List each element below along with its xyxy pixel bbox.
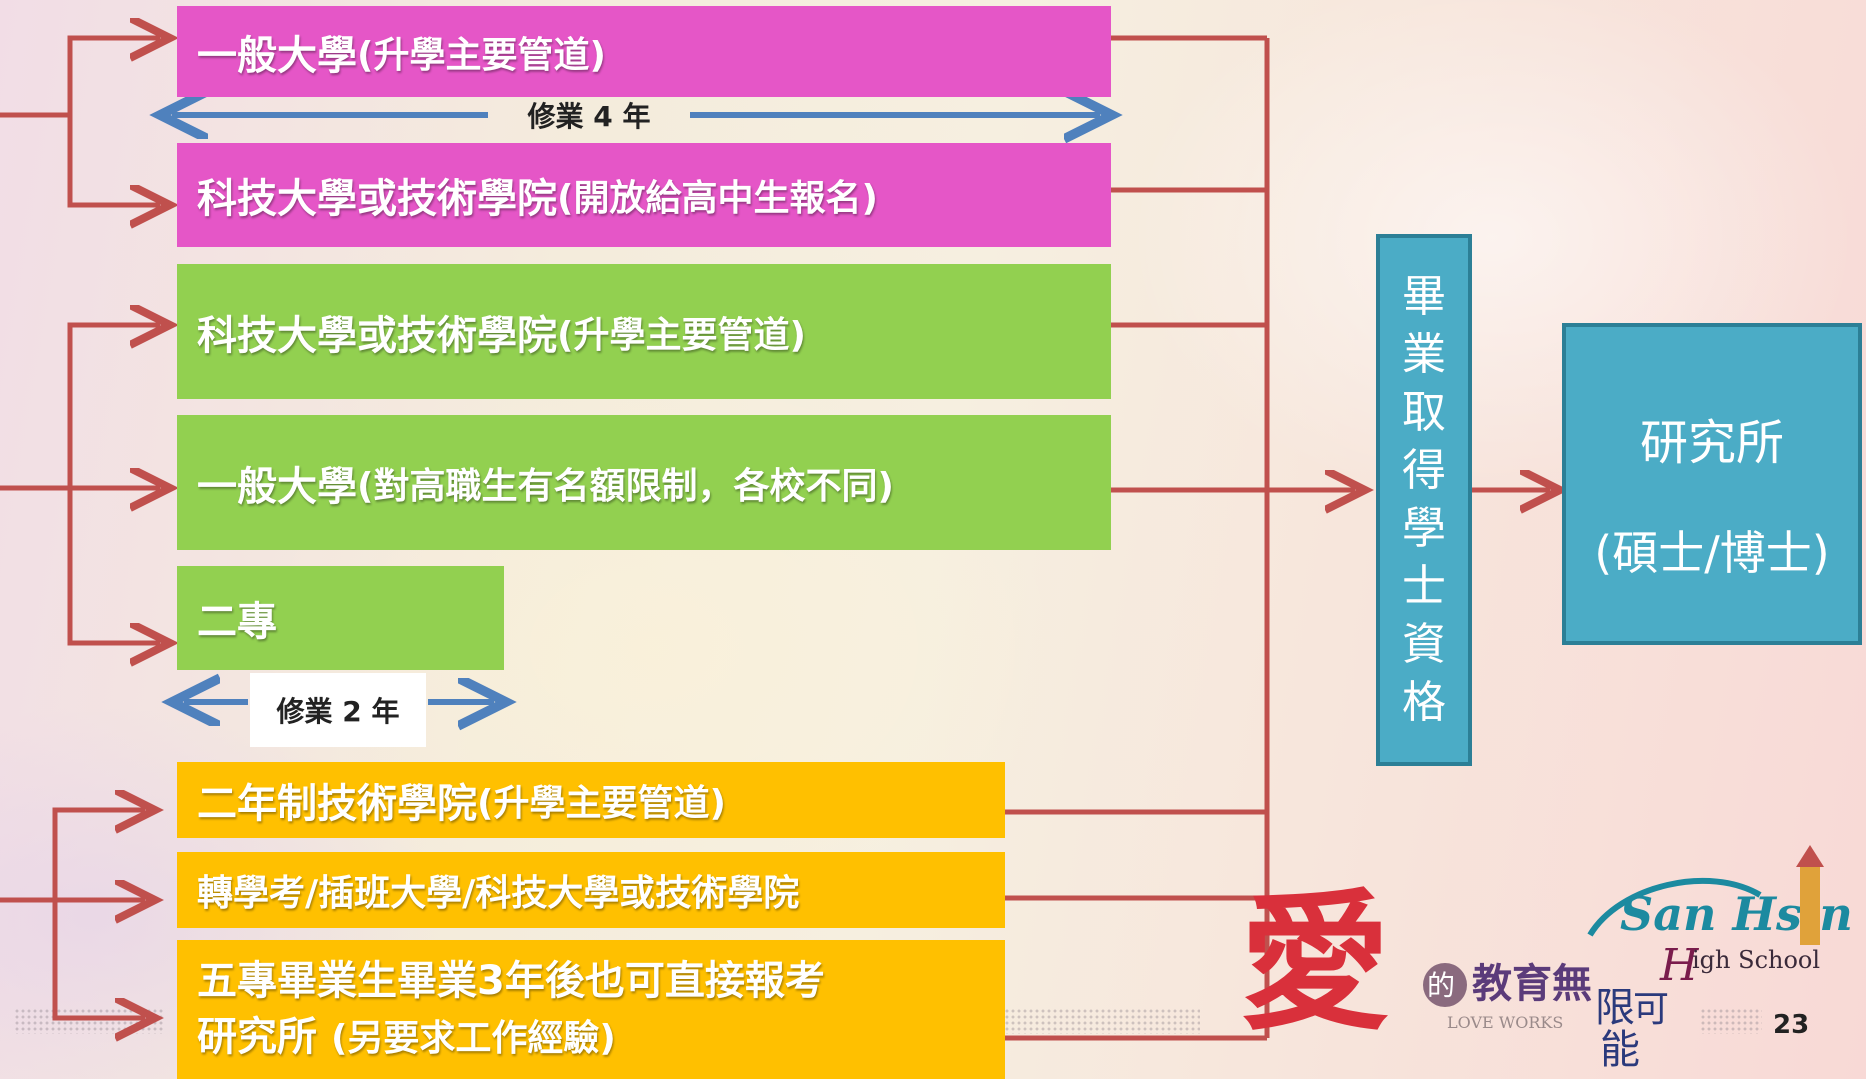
pathway-general-university: 一般大學 (升學主要管道)	[177, 6, 1111, 97]
pathway-note: (升學主要管道)	[477, 783, 726, 824]
logo-slogan: 教育無	[1472, 960, 1592, 1007]
pathway-note: (升學主要管道)	[557, 314, 806, 356]
bracket-amber	[52, 807, 145, 1018]
graduate-school-subtitle: (碩士/博士)	[1594, 526, 1830, 580]
pathway-label: 科技大學或技術學院	[197, 176, 557, 222]
graduation-char: 畢	[1402, 271, 1446, 322]
pathway-note: (開放給高中生報名)	[557, 178, 878, 219]
page-number: 23	[1773, 1010, 1810, 1040]
logo-swoosh	[1587, 877, 1762, 937]
graduation-char: 取	[1402, 387, 1446, 438]
pathway-tech-university-open-to-highschool: 科技大學或技術學院 (開放給高中生報名)	[177, 143, 1111, 247]
graduation-char: 資	[1402, 619, 1446, 670]
pathway-label: 研究所	[197, 1013, 331, 1060]
graduation-char: 士	[1402, 561, 1446, 612]
logo-school-sub: igh School	[1692, 946, 1820, 974]
pathway-two-year-college: 二專	[177, 566, 504, 670]
pathway-five-year-to-grad-school: 五專畢業生畢業3年後也可直接報考 研究所 (另要求工作經驗)	[177, 940, 1005, 1079]
graduation-char: 業	[1402, 329, 1446, 380]
logo-slogan-tail-3: 能	[1600, 1027, 1640, 1073]
pathway-label: 科技大學或技術學院	[197, 312, 557, 359]
pathway-note: (對高職生有名額限制，各校不同)	[357, 465, 894, 507]
graduate-school-box: 研究所 (碩士/博士)	[1562, 323, 1862, 645]
school-logo: 愛 的 教育無 限 可 能 LOVE WORKS San Hsin H igh …	[1240, 845, 1853, 1073]
bracket-green	[67, 322, 160, 643]
logo-slogan-tail-2: 可	[1633, 989, 1669, 1030]
logo-de-char: 的	[1427, 969, 1455, 1002]
logo-slogan-tail-1: 限	[1595, 985, 1635, 1031]
graduation-char: 得	[1402, 445, 1446, 496]
pathway-general-university-limited: 一般大學 (對高職生有名額限制，各校不同)	[177, 415, 1111, 550]
pathway-label: 轉學考/插班大學/科技大學或技術學院	[197, 873, 800, 914]
pathway-note: (另要求工作經驗)	[330, 1017, 616, 1059]
logo-love-char: 愛	[1240, 875, 1390, 1051]
graduation-char: 格	[1402, 677, 1446, 728]
pathway-label-line1: 五專畢業生畢業3年後也可直接報考	[197, 957, 825, 1004]
pathway-two-year-tech-institute: 二年制技術學院 (升學主要管道)	[177, 762, 1005, 838]
pathway-label-line2: 研究所 (另要求工作經驗)	[197, 1009, 616, 1067]
pathway-label: 一般大學	[197, 32, 357, 79]
graduation-bachelor-qualification: 畢 業 取 得 學 士 資 格	[1376, 234, 1472, 766]
logo-school-h: H	[1659, 940, 1700, 991]
pathway-transfer-exam: 轉學考/插班大學/科技大學或技術學院	[177, 852, 1005, 928]
bracket-pink	[67, 35, 160, 205]
logo-de-badge	[1423, 963, 1467, 1007]
pathway-label: 一般大學	[197, 463, 357, 510]
graduation-char: 學	[1402, 503, 1446, 554]
duration-4-years-label: 修業 4 年	[527, 100, 651, 133]
pathway-tech-university-main: 科技大學或技術學院 (升學主要管道)	[177, 264, 1111, 399]
pathway-label: 二專	[197, 599, 277, 645]
logo-tower	[1800, 865, 1820, 945]
logo-english: LOVE WORKS	[1447, 1013, 1563, 1032]
duration-2-years-label: 修業 2 年	[250, 673, 426, 747]
pathway-label: 二年制技術學院	[197, 781, 477, 827]
graduate-school-title: 研究所	[1639, 415, 1784, 471]
pathway-note: (升學主要管道)	[357, 34, 606, 76]
